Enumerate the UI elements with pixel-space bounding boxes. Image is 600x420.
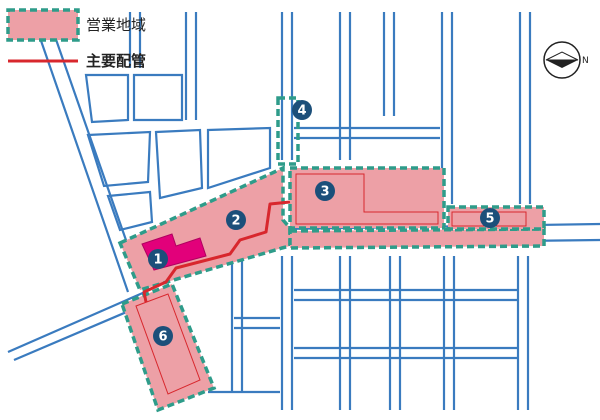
road-h4 (294, 346, 518, 360)
road-v6 (516, 12, 532, 410)
block-b (84, 73, 130, 124)
marker-4[interactable]: 4 (292, 100, 312, 120)
marker-4-label: 4 (297, 104, 306, 119)
service-area-diagonal (117, 165, 292, 293)
road-v2 (280, 12, 294, 410)
legend-service-area-label: 営業地域 (86, 16, 146, 34)
marker-2-label: 2 (231, 214, 240, 229)
legend-main-pipe-label: 主要配管 (86, 52, 146, 70)
block-g (184, 12, 198, 120)
marker-3[interactable]: 3 (315, 181, 335, 201)
building-6 (135, 293, 201, 395)
road-v1 (230, 250, 244, 392)
compass-north-label: N (582, 56, 589, 66)
legend-service-area-swatch (6, 8, 80, 42)
main-pipe-line (142, 200, 291, 303)
marker-2[interactable]: 2 (226, 210, 246, 230)
building-5 (451, 211, 527, 227)
block-a (86, 130, 152, 188)
marker-6-label: 6 (158, 330, 167, 345)
service-area-avenue (288, 227, 546, 250)
building-3 (295, 173, 439, 225)
building-outlines (135, 173, 527, 395)
road-h2 (294, 288, 518, 302)
map-legend: 営業地域 主要配管 (6, 8, 146, 70)
service-area-6 (119, 281, 217, 413)
block-f (106, 190, 154, 232)
block-c (132, 73, 184, 122)
block-d (154, 128, 204, 200)
road-h3 (234, 316, 280, 330)
service-area-3 (288, 166, 446, 230)
road-v5 (440, 12, 456, 410)
marker-6[interactable]: 6 (153, 326, 173, 346)
service-area-4 (276, 96, 300, 166)
road-h1 (294, 126, 440, 140)
marker-5[interactable]: 5 (480, 208, 500, 228)
block-e (206, 126, 272, 190)
marker-1[interactable]: 1 (148, 249, 168, 269)
marker-3-label: 3 (320, 185, 329, 200)
block-h (128, 12, 142, 68)
street-network (7, 12, 600, 410)
marker-1-label: 1 (153, 253, 162, 268)
marker-5-label: 5 (485, 212, 494, 227)
north-compass-icon: N (543, 41, 589, 79)
road-v3 (338, 12, 352, 410)
road-v4 (382, 12, 402, 410)
